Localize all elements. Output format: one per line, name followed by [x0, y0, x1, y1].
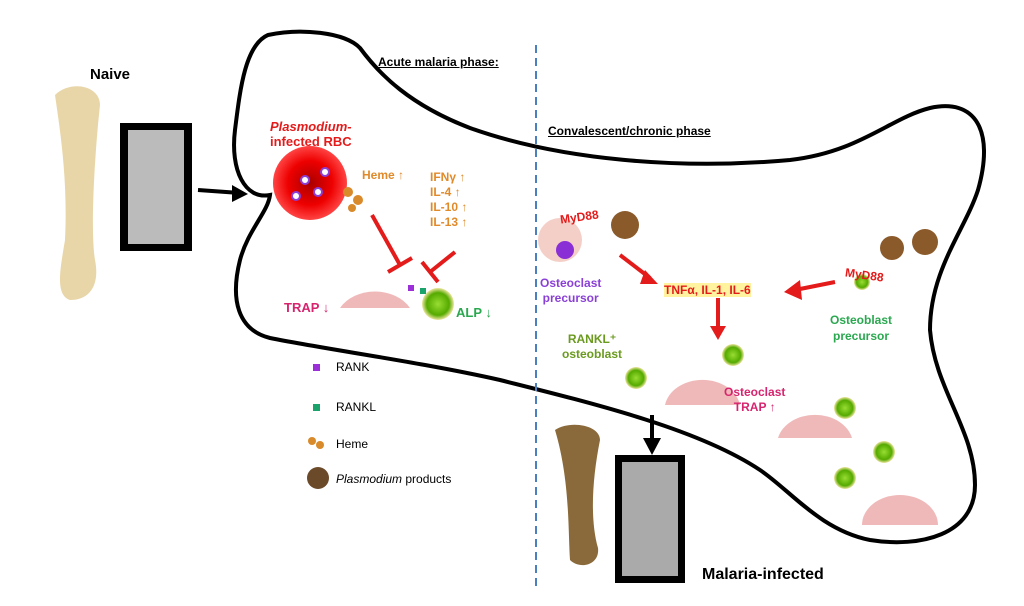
legend-rankl: RANKL [336, 400, 377, 414]
naive-label: Naive [90, 66, 131, 83]
infected-label: Malaria-infected [702, 566, 824, 583]
legend-heme: Heme [336, 437, 369, 451]
osteoclast-left [340, 291, 410, 308]
infected-rbc [273, 146, 347, 220]
rankl-osteoblast-label: RANKL⁺osteoblast [562, 332, 623, 361]
bone-outline [232, 29, 987, 545]
inhibition-arrows [370, 214, 457, 284]
heme-label: Heme ↑ [362, 168, 405, 182]
osteoblast-precursor [854, 274, 870, 290]
rbc-label: Plasmodium-infected RBC [270, 119, 352, 149]
cytokines-list: IFNγ ↑IL-4 ↑IL-10 ↑IL-13 ↑ [430, 170, 468, 229]
alp-down-label: ALP ↓ [456, 305, 492, 320]
legend-rank: RANK [336, 360, 370, 374]
trap-down-label: TRAP ↓ [284, 300, 330, 315]
naive-bone-photo [55, 86, 100, 300]
legend-plasmodium: Plasmodium products [336, 472, 452, 486]
osteoblasts-chronic [625, 344, 895, 489]
heme-legend-icon [308, 437, 324, 449]
osteoclasts-chronic [665, 379, 938, 525]
chronic-phase-title: Convalescent/chronic phase [548, 124, 711, 138]
cytokine-label: TNFα, IL-1, IL-6 [664, 283, 751, 297]
rank-legend-icon [313, 364, 320, 371]
rankl-legend-icon [313, 404, 320, 411]
bone-chronic-fill [536, 31, 985, 543]
infected-bone-photo [555, 424, 600, 566]
osteoblast-left [422, 288, 454, 320]
plasmodium-products-icon [611, 211, 938, 260]
activation-arrows [618, 253, 836, 340]
acute-phase-title: Acute malaria phase: [378, 55, 499, 69]
plasmodium-legend-icon [307, 467, 329, 489]
heme-icon [343, 187, 363, 212]
